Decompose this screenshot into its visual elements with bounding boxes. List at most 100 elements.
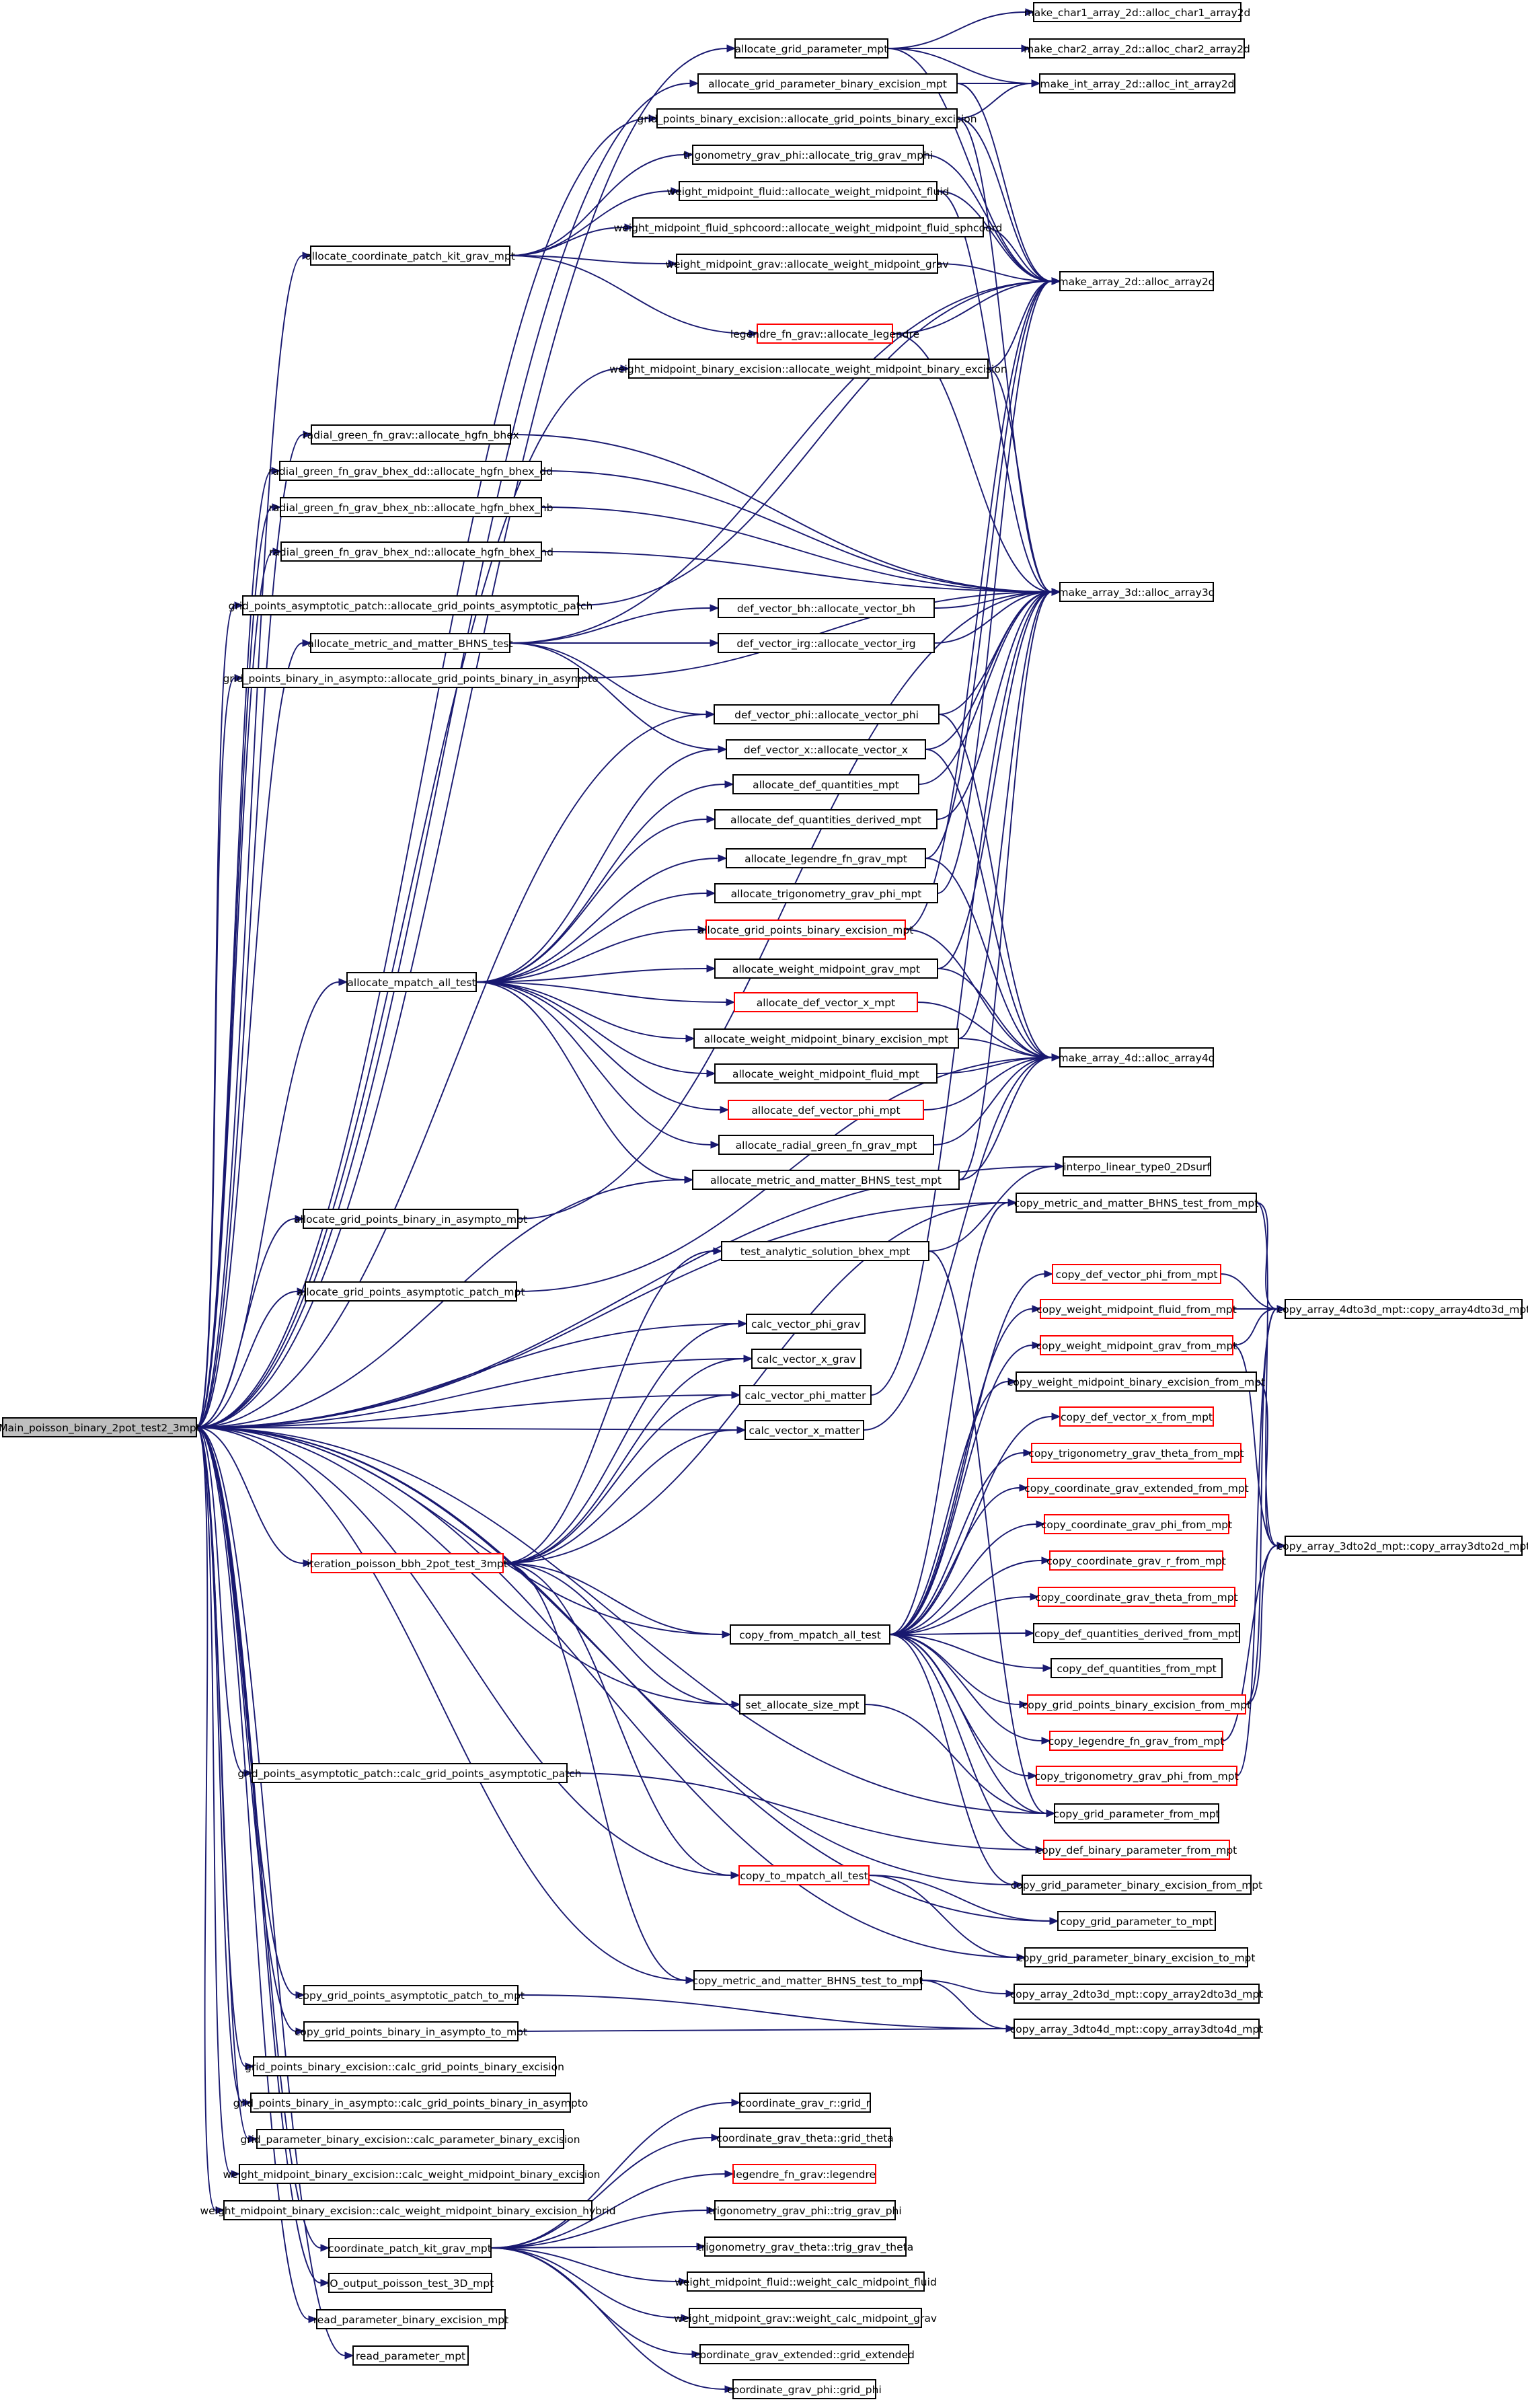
function-node[interactable]: allocate_def_quantities_derived_mpt xyxy=(714,809,938,829)
function-node[interactable]: calc_vector_phi_matter xyxy=(739,1385,872,1405)
function-node[interactable]: copy_def_vector_phi_from_mpt xyxy=(1052,1264,1221,1284)
function-node[interactable]: coordinate_grav_r::grid_r xyxy=(739,2093,871,2113)
function-node[interactable]: iteration_poisson_bbh_2pot_test_3mpt xyxy=(307,1553,508,1573)
function-node[interactable]: copy_def_vector_x_from_mpt xyxy=(1059,1406,1214,1427)
function-node[interactable]: allocate_mpatch_all_test xyxy=(346,972,477,992)
function-node[interactable]: calc_vector_x_grav xyxy=(751,1349,862,1369)
function-node[interactable]: make_array_4d::alloc_array4d xyxy=(1058,1047,1215,1067)
function-node[interactable]: allocate_grid_points_asymptotic_patch_mp… xyxy=(297,1281,525,1302)
function-node[interactable]: weight_midpoint_grav::allocate_weight_mi… xyxy=(665,254,949,274)
function-node[interactable]: trigonometry_grav_theta::trig_grav_theta xyxy=(697,2236,913,2257)
function-node[interactable]: allocate_radial_green_fn_grav_mpt xyxy=(718,1135,934,1155)
function-node[interactable]: copy_from_mpatch_all_test xyxy=(730,1624,890,1645)
function-node[interactable]: copy_legendre_fn_grav_from_mpt xyxy=(1048,1731,1224,1751)
function-node[interactable]: grid_points_binary_excision::calc_grid_p… xyxy=(245,2056,564,2076)
function-node[interactable]: copy_weight_midpoint_grav_from_mpt xyxy=(1036,1335,1237,1355)
function-node[interactable]: copy_metric_and_matter_BHNS_test_from_mp… xyxy=(1014,1193,1259,1213)
function-node[interactable]: set_allocate_size_mpt xyxy=(739,1694,866,1715)
function-node[interactable]: def_vector_irg::allocate_vector_irg xyxy=(718,633,935,653)
function-node[interactable]: copy_grid_parameter_binary_excision_from… xyxy=(1011,1875,1262,1895)
function-node[interactable]: legendre_fn_grav::legendre xyxy=(732,2164,876,2184)
function-node[interactable]: legendre_fn_grav::allocate_legendre xyxy=(730,324,919,344)
function-node[interactable]: read_parameter_binary_excision_mpt xyxy=(313,2309,508,2329)
function-node[interactable]: copy_to_mpatch_all_test xyxy=(738,1865,870,1885)
function-node[interactable]: copy_weight_midpoint_binary_excision_fro… xyxy=(1007,1371,1265,1392)
function-node[interactable]: allocate_weight_midpoint_grav_mpt xyxy=(714,958,938,979)
function-node[interactable]: make_char1_array_2d::alloc_char1_array2d xyxy=(1024,2,1251,22)
function-node[interactable]: copy_def_binary_parameter_from_mpt xyxy=(1036,1840,1237,1860)
function-node[interactable]: make_array_3d::alloc_array3d xyxy=(1058,582,1215,602)
function-node[interactable]: allocate_grid_parameter_mpt xyxy=(734,38,888,59)
function-node[interactable]: copy_array_3dto4d_mpt::copy_array3dto4d_… xyxy=(1010,2019,1263,2039)
function-node[interactable]: radial_green_fn_grav_bhex_nd::allocate_h… xyxy=(269,541,553,562)
function-node[interactable]: allocate_grid_points_binary_in_asympto_m… xyxy=(294,1209,527,1229)
function-node[interactable]: weight_midpoint_grav::weight_calc_midpoi… xyxy=(674,2308,937,2328)
function-node[interactable]: weight_midpoint_binary_excision::allocat… xyxy=(609,359,1007,379)
function-node[interactable]: allocate_metric_and_matter_BHNS_test_mpt xyxy=(692,1170,960,1190)
function-node[interactable]: allocate_grid_parameter_binary_excision_… xyxy=(697,73,958,93)
function-node[interactable]: coordinate_grav_extended::grid_extended xyxy=(694,2344,915,2364)
function-node[interactable]: copy_grid_parameter_binary_excision_to_m… xyxy=(1018,1947,1256,1967)
function-node[interactable]: grid_points_asymptotic_patch::allocate_g… xyxy=(229,595,593,615)
function-node[interactable]: weight_midpoint_fluid_sphcoord::allocate… xyxy=(614,217,1003,237)
function-node[interactable]: copy_grid_parameter_from_mpt xyxy=(1053,1803,1220,1823)
function-node[interactable]: allocate_coordinate_patch_kit_grav_mpt xyxy=(305,246,515,266)
function-node[interactable]: copy_grid_parameter_to_mpt xyxy=(1057,1911,1216,1931)
function-node[interactable]: allocate_weight_midpoint_binary_excision… xyxy=(693,1028,959,1049)
function-node[interactable]: copy_array_4dto3d_mpt::copy_array4dto3d_… xyxy=(1277,1299,1528,1319)
function-node[interactable]: make_array_2d::alloc_array2d xyxy=(1058,271,1215,291)
function-node[interactable]: allocate_metric_and_matter_BHNS_test xyxy=(307,633,513,653)
function-node[interactable]: allocate_weight_midpoint_fluid_mpt xyxy=(714,1063,938,1084)
function-node[interactable]: weight_midpoint_binary_excision::calc_we… xyxy=(200,2200,616,2220)
function-node[interactable]: allocate_def_vector_x_mpt xyxy=(734,992,918,1012)
function-node[interactable]: calc_vector_phi_grav xyxy=(746,1314,866,1334)
function-node[interactable]: weight_midpoint_binary_excision::calc_we… xyxy=(223,2164,601,2184)
function-node[interactable]: def_vector_bh::allocate_vector_bh xyxy=(718,598,935,618)
function-node[interactable]: allocate_legendre_fn_grav_mpt xyxy=(726,848,926,868)
function-node[interactable]: copy_coordinate_grav_phi_from_mpt xyxy=(1041,1514,1232,1534)
function-node[interactable]: allocate_grid_points_binary_excision_mpt xyxy=(698,919,914,940)
function-node[interactable]: copy_coordinate_grav_theta_from_mpt xyxy=(1035,1587,1238,1607)
function-node[interactable]: copy_metric_and_matter_BHNS_test_to_mpt xyxy=(692,1970,923,1990)
function-node[interactable]: allocate_def_vector_phi_mpt xyxy=(728,1100,924,1120)
function-node[interactable]: weight_midpoint_fluid::allocate_weight_m… xyxy=(667,181,950,201)
function-node[interactable]: def_vector_phi::allocate_vector_phi xyxy=(714,704,940,724)
function-node[interactable]: copy_array_3dto2d_mpt::copy_array3dto2d_… xyxy=(1277,1536,1528,1556)
function-node[interactable]: grid_points_binary_in_asympto::calc_grid… xyxy=(233,2093,588,2113)
function-node[interactable]: copy_grid_points_binary_in_asympto_to_mp… xyxy=(295,2021,527,2041)
function-node[interactable]: copy_def_quantities_from_mpt xyxy=(1050,1658,1223,1678)
function-node[interactable]: coordinate_patch_kit_grav_mpt xyxy=(328,2238,492,2258)
function-node[interactable]: radial_green_fn_grav_bhex_dd::allocate_h… xyxy=(268,461,553,481)
function-node[interactable]: copy_coordinate_grav_extended_from_mpt xyxy=(1024,1478,1249,1498)
function-node[interactable]: calc_vector_x_matter xyxy=(744,1420,864,1440)
function-node[interactable]: copy_grid_points_asymptotic_patch_to_mpt xyxy=(297,1985,525,2005)
function-node[interactable]: grid_parameter_binary_excision::calc_par… xyxy=(240,2129,580,2149)
function-node[interactable]: make_int_array_2d::alloc_int_array2d xyxy=(1039,73,1235,93)
root-node[interactable]: Main_poisson_binary_2pot_test2_3mpt xyxy=(0,1417,200,1437)
function-node[interactable]: interpo_linear_type0_2Dsurf xyxy=(1063,1156,1211,1176)
function-node[interactable]: def_vector_x::allocate_vector_x xyxy=(726,739,926,759)
function-node[interactable]: allocate_def_quantities_mpt xyxy=(732,774,919,794)
function-node[interactable]: copy_grid_points_binary_excision_from_mp… xyxy=(1022,1694,1251,1715)
function-node[interactable]: copy_trigonometry_grav_phi_from_mpt xyxy=(1034,1766,1239,1786)
function-node[interactable]: grid_points_binary_excision::allocate_gr… xyxy=(637,108,977,128)
function-node[interactable]: radial_green_fn_grav_bhex_nb::allocate_h… xyxy=(269,497,553,517)
function-node[interactable]: grid_points_asymptotic_patch::calc_grid_… xyxy=(237,1763,582,1783)
function-node[interactable]: trigonometry_grav_phi::trig_grav_phi xyxy=(708,2200,902,2220)
function-node[interactable]: weight_midpoint_fluid::weight_calc_midpo… xyxy=(675,2271,937,2292)
function-node[interactable]: allocate_trigonometry_grav_phi_mpt xyxy=(714,883,938,903)
function-node[interactable]: copy_def_quantities_derived_from_mpt xyxy=(1033,1623,1240,1643)
function-node[interactable]: read_parameter_mpt xyxy=(352,2345,469,2366)
function-node[interactable]: radial_green_fn_grav::allocate_hgfn_bhex xyxy=(303,424,519,445)
function-node[interactable]: test_analytic_solution_bhex_mpt xyxy=(721,1241,929,1261)
function-node[interactable]: copy_trigonometry_grav_theta_from_mpt xyxy=(1028,1443,1244,1463)
function-node[interactable]: trigonometry_grav_phi::allocate_trig_gra… xyxy=(683,145,933,165)
function-node[interactable]: coordinate_grav_theta::grid_theta xyxy=(716,2128,894,2148)
function-node[interactable]: IO_output_poisson_test_3D_mpt xyxy=(327,2273,494,2293)
function-node[interactable]: copy_coordinate_grav_r_from_mpt xyxy=(1046,1550,1226,1571)
function-node[interactable]: copy_array_2dto3d_mpt::copy_array2dto3d_… xyxy=(1010,1984,1263,2004)
function-node[interactable]: copy_weight_midpoint_fluid_from_mpt xyxy=(1036,1299,1237,1319)
function-node[interactable]: make_char2_array_2d::alloc_char2_array2d xyxy=(1024,38,1250,59)
function-node[interactable]: coordinate_grav_phi::grid_phi xyxy=(727,2379,882,2399)
function-node[interactable]: grid_points_binary_in_asympto::allocate_… xyxy=(223,668,599,688)
